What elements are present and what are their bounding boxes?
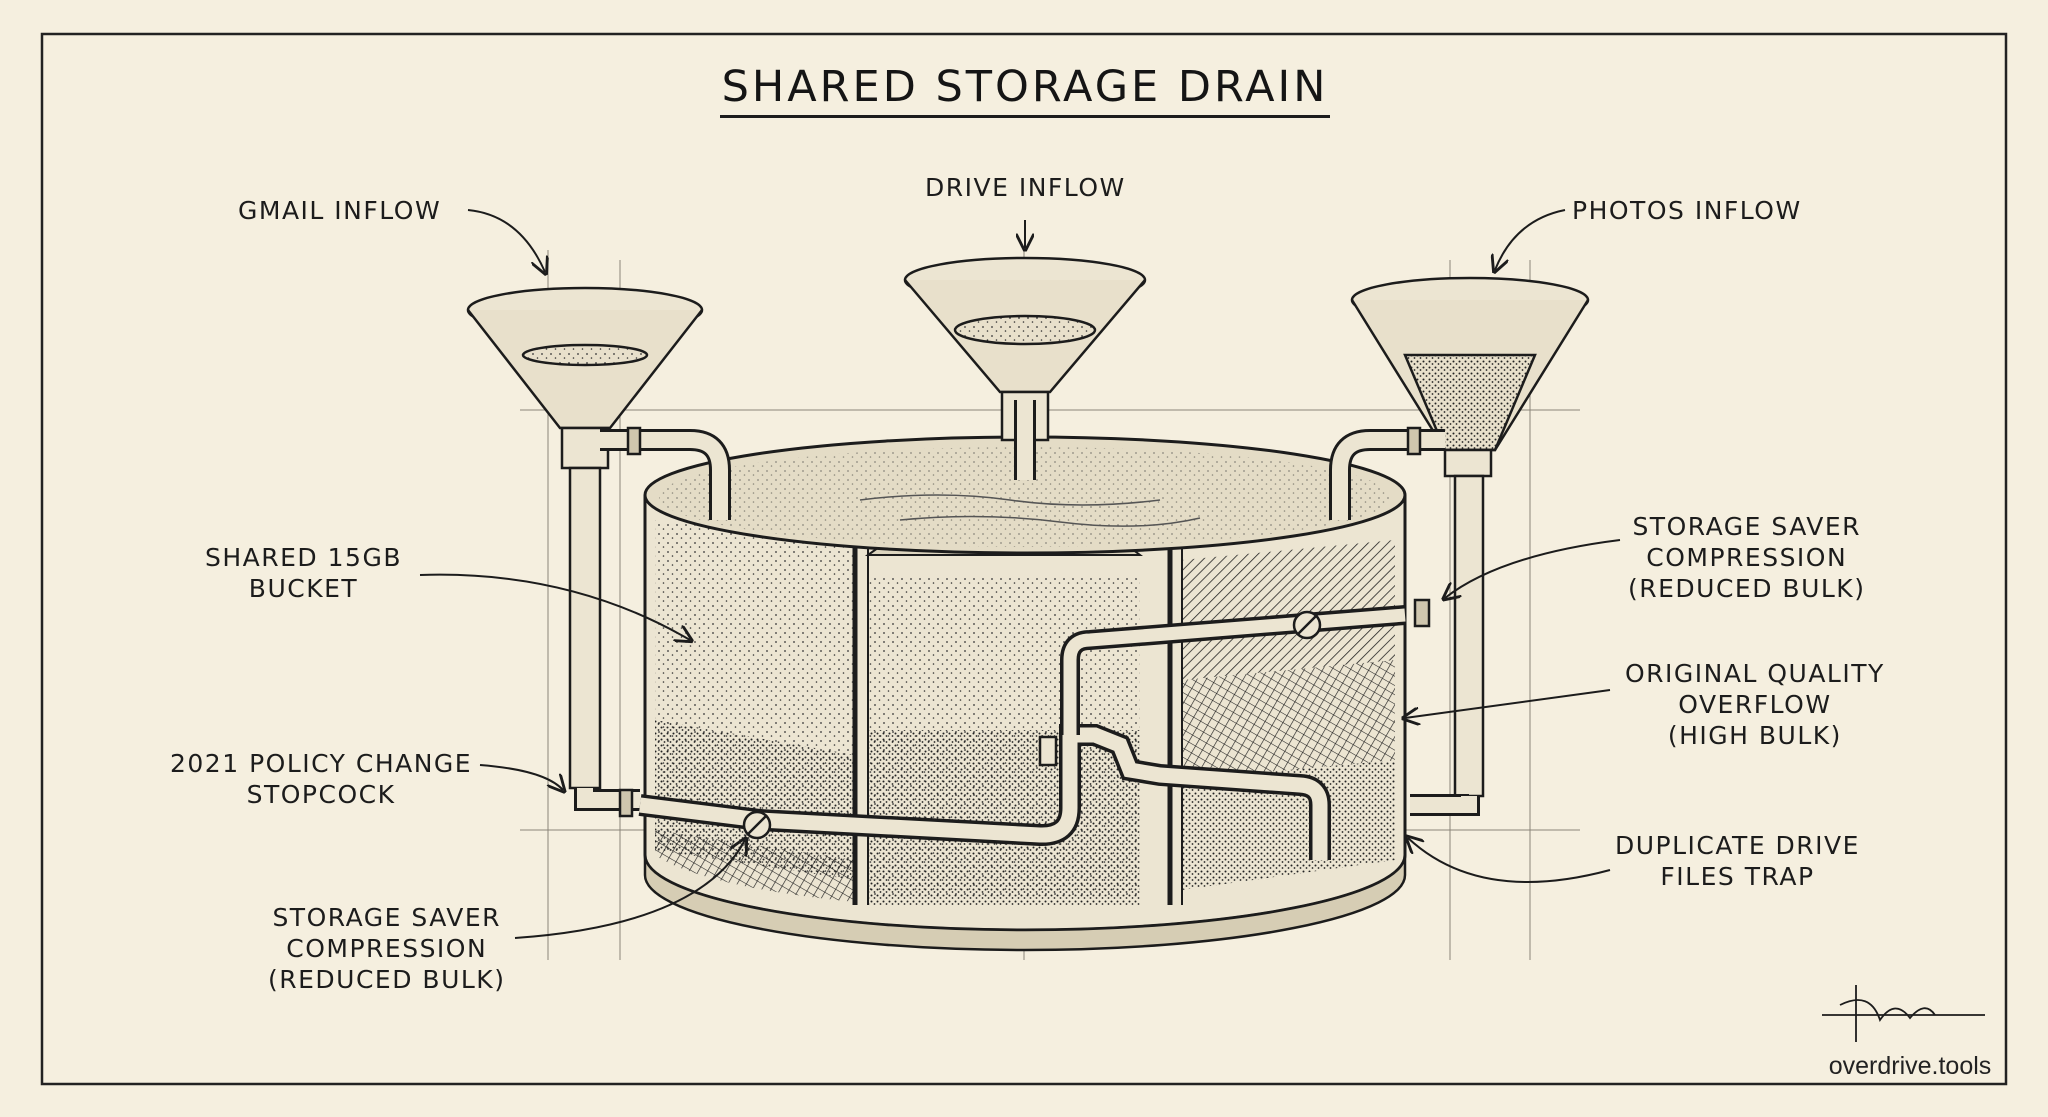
title-underline	[720, 115, 1330, 118]
label-line: COMPRESSION	[286, 934, 488, 963]
storage-tank	[643, 435, 1407, 952]
drawing-frame	[40, 32, 2008, 1086]
diagram-title: SHARED STORAGE DRAIN	[721, 62, 1329, 112]
label-drive-inflow: DRIVE INFLOW	[925, 173, 1126, 202]
label-line: FILES TRAP	[1660, 862, 1815, 891]
label-line: STOPCOCK	[246, 780, 396, 809]
label-duplicate-files-trap: DUPLICATE DRIVE FILES TRAP	[1615, 830, 1860, 892]
valves	[618, 598, 1431, 840]
label-line: STORAGE SAVER	[1632, 512, 1861, 541]
drive-funnel	[903, 256, 1147, 480]
label-shared-bucket: SHARED 15GB BUCKET	[205, 542, 402, 604]
label-line: ORIGINAL QUALITY	[1625, 659, 1885, 688]
label-line: OVERFLOW	[1678, 690, 1832, 719]
label-line: (REDUCED BULK)	[268, 965, 506, 994]
label-line: 2021 POLICY CHANGE	[170, 749, 473, 778]
label-line: DUPLICATE DRIVE	[1615, 831, 1860, 860]
label-storage-saver-right: STORAGE SAVER COMPRESSION (REDUCED BULK)	[1628, 511, 1865, 604]
signature-site-text: overdrive.tools	[1828, 1052, 1992, 1080]
photos-funnel	[1329, 276, 1590, 816]
leader-arrows	[419, 209, 1621, 939]
label-line: STORAGE SAVER	[272, 903, 501, 932]
internal-pipes	[638, 605, 1406, 860]
label-photos-inflow: PHOTOS INFLOW	[1572, 196, 1802, 225]
label-line: COMPRESSION	[1646, 543, 1848, 572]
label-original-quality-overflow: ORIGINAL QUALITY OVERFLOW (HIGH BULK)	[1625, 658, 1885, 751]
label-policy-stopcock: 2021 POLICY CHANGE STOPCOCK	[170, 748, 472, 810]
label-line: BUCKET	[248, 574, 359, 603]
label-storage-saver-left: STORAGE SAVER COMPRESSION (REDUCED BULK)	[268, 902, 505, 995]
label-line: (HIGH BULK)	[1667, 721, 1842, 750]
label-line: SHARED 15GB	[205, 543, 402, 572]
signature-mark	[1822, 985, 1985, 1042]
gmail-funnel	[466, 286, 731, 811]
label-gmail-inflow: GMAIL INFLOW	[238, 196, 442, 225]
label-line: (REDUCED BULK)	[1628, 574, 1866, 603]
